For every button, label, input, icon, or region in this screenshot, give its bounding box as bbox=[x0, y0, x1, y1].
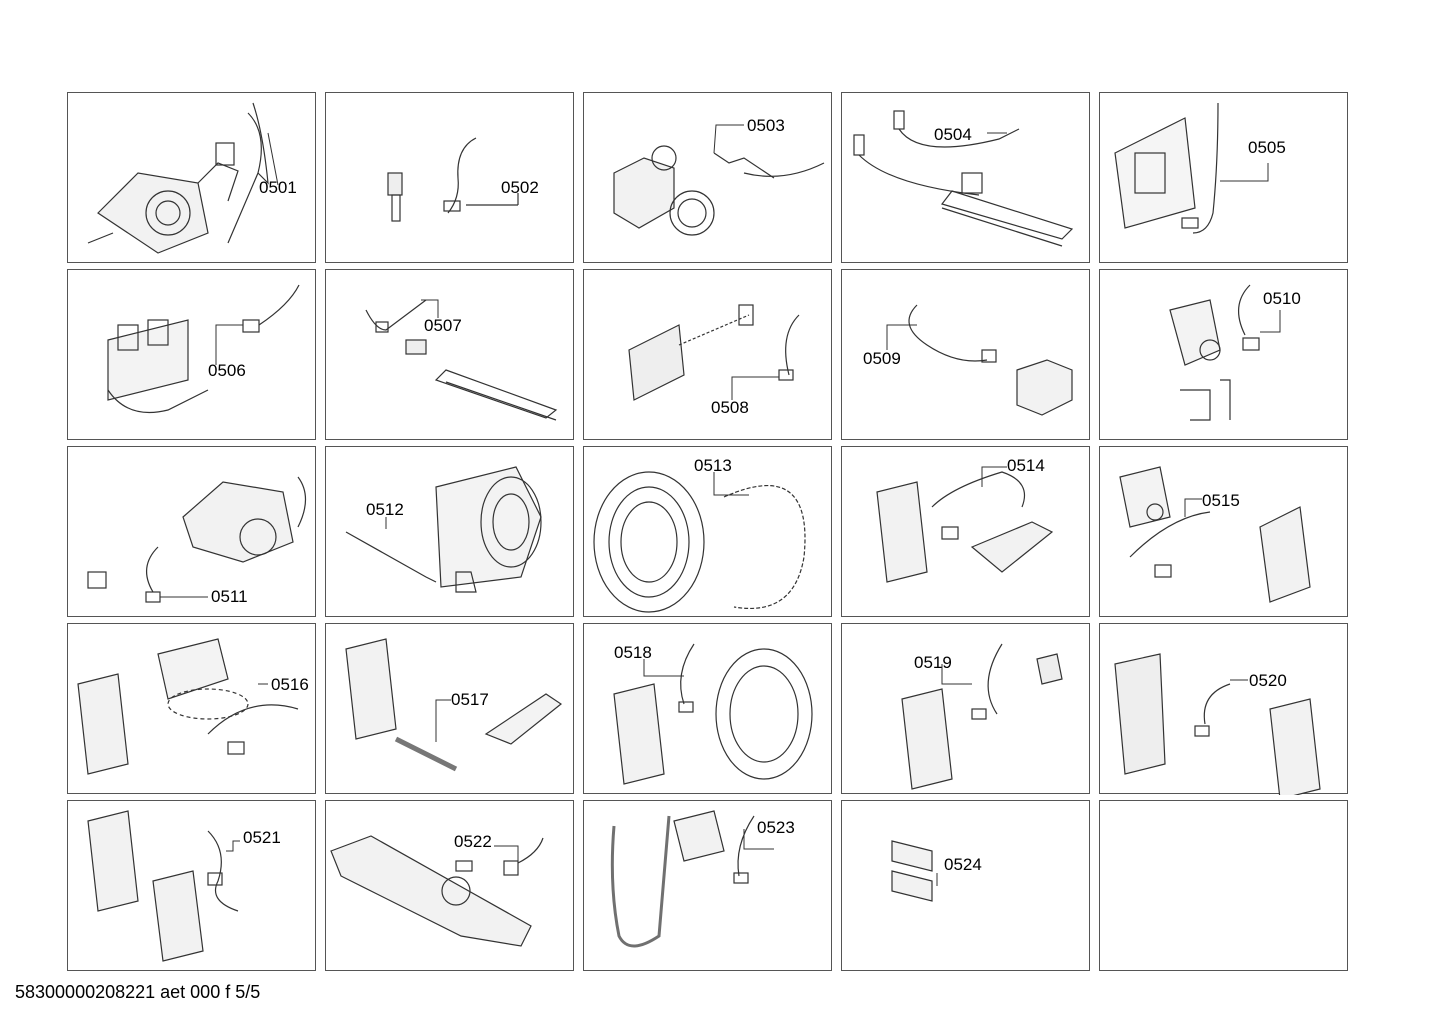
part-number-label: 0505 bbox=[1248, 138, 1286, 157]
part-number-label: 0509 bbox=[863, 349, 901, 368]
module-and-door-seal-illustration bbox=[613, 643, 813, 785]
part-number-label: 0515 bbox=[1202, 491, 1240, 510]
part-number-label: 0501 bbox=[259, 178, 297, 197]
part-number-label: 0520 bbox=[1249, 671, 1287, 690]
heater-with-cable-illustration bbox=[365, 299, 558, 421]
part-cell-empty bbox=[1099, 800, 1348, 971]
valve-module-and-cable-illustration bbox=[1119, 466, 1311, 603]
part-cell-0517: 0517 bbox=[325, 623, 574, 794]
part-cell-0501: 0501 bbox=[67, 92, 316, 263]
part-cell-0507: 0507 bbox=[325, 269, 574, 440]
part-cell-0511: 0511 bbox=[67, 446, 316, 617]
electronic-module-and-cable-illustration bbox=[876, 466, 1054, 583]
part-number-label: 0523 bbox=[757, 818, 795, 837]
part-cell-0521: 0521 bbox=[67, 800, 316, 971]
motor-with-connector-illustration bbox=[87, 476, 307, 603]
part-cell-0523: 0523 bbox=[583, 800, 832, 971]
part-number-label: 0519 bbox=[914, 653, 952, 672]
part-cell-0516: 0516 bbox=[67, 623, 316, 794]
drain-pump-illustration bbox=[613, 124, 825, 236]
part-number-label: 0516 bbox=[271, 675, 309, 694]
base-frame-illustration bbox=[330, 835, 544, 947]
document-reference-footer: 58300000208221 aet 000 f 5/5 bbox=[15, 982, 261, 1002]
part-number-label: 0504 bbox=[934, 125, 972, 144]
part-number-label: 0512 bbox=[366, 500, 404, 519]
hose-and-sensor-illustration bbox=[610, 810, 774, 948]
part-cell-0524: 0524 bbox=[841, 800, 1090, 971]
clip-pair-illustration bbox=[891, 840, 938, 902]
modules-and-cable-illustration bbox=[87, 810, 240, 962]
sensor-with-cable-illustration bbox=[387, 137, 519, 222]
part-number-label: 0517 bbox=[451, 690, 489, 709]
inlet-valve-illustration bbox=[107, 284, 300, 414]
part-cell-0522: 0522 bbox=[325, 800, 574, 971]
parts-diagram-grid: 0501 0502 0503 bbox=[67, 92, 1349, 974]
control-module-illustration bbox=[1114, 102, 1269, 234]
drum-assembly-illustration bbox=[345, 466, 542, 593]
part-number-label: 0503 bbox=[747, 116, 785, 135]
circuit-board-illustration bbox=[628, 304, 800, 401]
part-cell-0502: 0502 bbox=[325, 92, 574, 263]
part-number-label: 0506 bbox=[208, 361, 246, 380]
part-number-label: 0524 bbox=[944, 855, 982, 874]
part-cell-0512: 0512 bbox=[325, 446, 574, 617]
part-number-label: 0507 bbox=[424, 316, 462, 335]
part-cell-0520: 0520 bbox=[1099, 623, 1348, 795]
valve-and-bracket-illustration bbox=[1169, 284, 1281, 421]
part-cell-0505: 0505 bbox=[1099, 92, 1348, 263]
module-and-sensor-illustration bbox=[901, 643, 1063, 790]
part-number-label: 0502 bbox=[501, 178, 539, 197]
part-number-label: 0513 bbox=[694, 456, 732, 475]
part-cell-0510: 0510 bbox=[1099, 269, 1348, 440]
lock-with-cable-illustration bbox=[886, 304, 1073, 416]
part-cell-0504: 0504 bbox=[841, 92, 1090, 263]
part-number-label: 0508 bbox=[711, 398, 749, 417]
heater-element-illustration bbox=[853, 110, 1074, 247]
part-number-label: 0522 bbox=[454, 832, 492, 851]
module-and-harness-illustration bbox=[77, 638, 299, 775]
part-number-label: 0521 bbox=[243, 828, 281, 847]
part-cell-0513: 0513 bbox=[583, 446, 832, 617]
part-cell-0519: 0519 bbox=[841, 623, 1090, 794]
part-cell-0506: 0506 bbox=[67, 269, 316, 440]
part-cell-0508: 0508 bbox=[583, 269, 832, 440]
door-seal-and-harness-illustration bbox=[593, 471, 806, 613]
part-cell-0509: 0509 bbox=[841, 269, 1090, 440]
part-number-label: 0518 bbox=[614, 643, 652, 662]
part-cell-0518: 0518 bbox=[583, 623, 832, 794]
part-cell-0515: 0515 bbox=[1099, 446, 1348, 617]
part-cell-0514: 0514 bbox=[841, 446, 1090, 617]
module-ribbon-cable-illustration bbox=[345, 638, 563, 772]
part-number-label: 0514 bbox=[1007, 456, 1045, 475]
part-cell-0503: 0503 bbox=[583, 92, 832, 263]
motor-pump-illustration bbox=[87, 102, 279, 254]
board-and-module-illustration bbox=[1114, 653, 1321, 795]
part-number-label: 0510 bbox=[1263, 289, 1301, 308]
part-number-label: 0511 bbox=[211, 587, 248, 606]
